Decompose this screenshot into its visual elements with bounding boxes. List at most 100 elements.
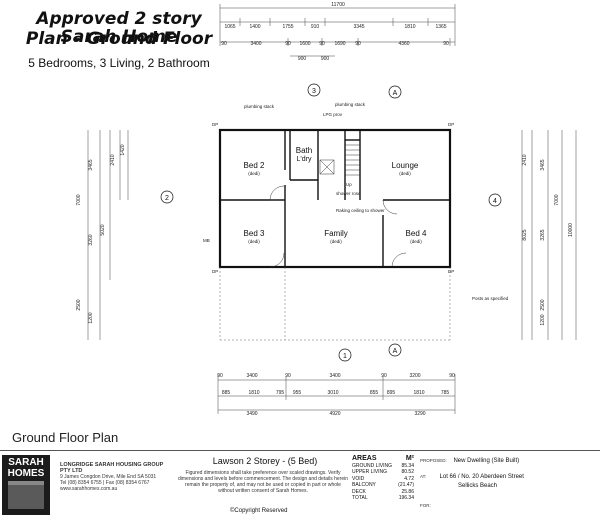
company-logo: SARAH HOMES <box>2 455 50 515</box>
dim-top-r2-2: 90 <box>285 41 291 47</box>
areas-unit: M² <box>405 455 414 462</box>
dim-top-6: 1810 <box>404 24 415 30</box>
deck-outline <box>219 267 451 341</box>
marker-3-label: 3 <box>312 88 316 95</box>
room-bed4-sub: (dedi) <box>410 239 422 244</box>
dim-top-5: 3345 <box>353 24 364 30</box>
note-plumbing-left: plumbing stack <box>244 104 275 109</box>
room-laundry: L'dry <box>297 156 312 163</box>
dim-left-7: 2500 <box>76 299 82 310</box>
dim-bot-r2-6: 895 <box>387 390 396 396</box>
top-dimensions <box>219 4 456 57</box>
dim-right-4: 3265 <box>540 229 546 240</box>
dim-overall: 11700 <box>331 2 345 8</box>
dim-left-2: 2410 <box>110 154 116 165</box>
note-mb: MB <box>203 238 210 243</box>
marker-a-bottom <box>388 343 402 357</box>
dim-bot-r1-3: 3400 <box>329 373 340 379</box>
dim-bot-r3-0: 3490 <box>246 411 257 417</box>
dim-bot-r2-7: 1810 <box>413 390 424 396</box>
marker-a-bottom-label: A <box>393 348 398 355</box>
marker-a-top <box>388 85 402 99</box>
for-label: FOR: <box>420 503 431 508</box>
right-dimensions <box>521 130 577 340</box>
room-bed4: Bed 4 <box>406 229 427 238</box>
dim-top-4: 910 <box>311 24 320 30</box>
dim-bot-r3-1: 4920 <box>329 411 340 417</box>
marker-2 <box>160 190 174 204</box>
marker-4-label: 4 <box>493 198 497 205</box>
room-lounge-sub: (dedi) <box>399 171 411 176</box>
dim-right-7: 2500 <box>540 299 546 310</box>
dim-bot-r1-5: 3200 <box>409 373 420 379</box>
title-line-2: Plan - Ground Floor <box>25 29 213 49</box>
company-name: LONGRIDGE SARAH HOUSING GROUP PTY LTD <box>60 462 164 474</box>
dim-top-r2-7: 4360 <box>398 41 409 47</box>
room-bath: Bath <box>296 146 312 155</box>
dim-left-1: 3465 <box>88 159 94 170</box>
at-label: AT: <box>420 474 427 479</box>
dim-left-5: 3260 <box>88 234 94 245</box>
note-up: Up <box>346 182 352 187</box>
dim-bot-r1-6: 90 <box>449 373 455 379</box>
dim-bot-r3-2: 3290 <box>414 411 425 417</box>
plan-caption: Ground Floor Plan <box>12 430 119 445</box>
marker-2-label: 2 <box>165 195 169 202</box>
dim-right-5: 7000 <box>554 194 560 205</box>
room-bed2-sub: (dedi) <box>248 171 260 176</box>
room-lounge: Lounge <box>392 161 419 170</box>
dim-bot-r1-1: 3400 <box>246 373 257 379</box>
title-line-1: Approved 2 story Sarah Home <box>36 9 202 47</box>
dim-top-r2-1: 3400 <box>250 41 261 47</box>
dim-top-r3-2: 900 <box>321 56 330 62</box>
site-suburb: Sellicks Beach <box>458 483 498 489</box>
dim-left-3: 1420 <box>120 144 126 155</box>
note-plumbing-right: plumbing stack <box>335 102 366 107</box>
room-family-sub: (dedi) <box>330 239 342 244</box>
marker-4 <box>488 193 502 207</box>
dim-top-1: 1065 <box>224 24 235 30</box>
room-family: Family <box>324 229 348 238</box>
company-web: www.sarahhomes.com.au <box>60 486 118 492</box>
dim-bot-r2-4: 3010 <box>327 390 338 396</box>
site-address: Lot 66 / No. 20 Aberdeen Street <box>439 474 524 480</box>
copyright: ©Copyright Reserved <box>230 508 288 514</box>
marker-3 <box>307 83 321 97</box>
dim-bot-r2-8: 785 <box>441 390 450 396</box>
note-dp-tr: DP <box>448 122 454 127</box>
dim-right-3: 8025 <box>522 229 528 240</box>
exterior-walls <box>218 128 452 269</box>
dim-top-r2-8: 90 <box>443 41 449 47</box>
dim-bot-r1-2: 90 <box>285 373 291 379</box>
stair <box>319 144 360 176</box>
dim-bot-r1-4: 90 <box>381 373 387 379</box>
proposed-label: PROPOSED: <box>420 458 447 463</box>
subtitle: 5 Bedrooms, 3 Living, 2 Bathroom <box>28 56 210 70</box>
dim-bot-r2-1: 1810 <box>248 390 259 396</box>
left-dimensions <box>87 130 129 340</box>
dim-top-r2-5: 1690 <box>334 41 345 47</box>
dim-right-2: 3465 <box>540 159 546 170</box>
logo-line-1: SARAH <box>8 457 44 468</box>
dim-right-8: 1200 <box>540 314 546 325</box>
company-address: 9 James Congdon Drive, Mile End SA 5031 <box>60 474 157 480</box>
marker-1 <box>338 348 352 362</box>
note-raking: Raking ceiling to shower <box>336 208 385 213</box>
note-lpg: LPG prov <box>323 112 343 117</box>
dim-left-4: 7000 <box>76 194 82 205</box>
dim-bot-r2-0: 885 <box>222 390 231 396</box>
dim-bot-r2-2: 795 <box>276 390 285 396</box>
note-posts: Posts as specified <box>472 296 509 301</box>
note-dp-br: DP <box>448 269 454 274</box>
dim-top-3: 1755 <box>282 24 293 30</box>
note-dp-bl: DP <box>212 269 218 274</box>
dim-top-r2-6: 90 <box>355 41 361 47</box>
dim-bot-r2-5: 855 <box>370 390 379 396</box>
note-shower: shower rose <box>336 191 361 196</box>
